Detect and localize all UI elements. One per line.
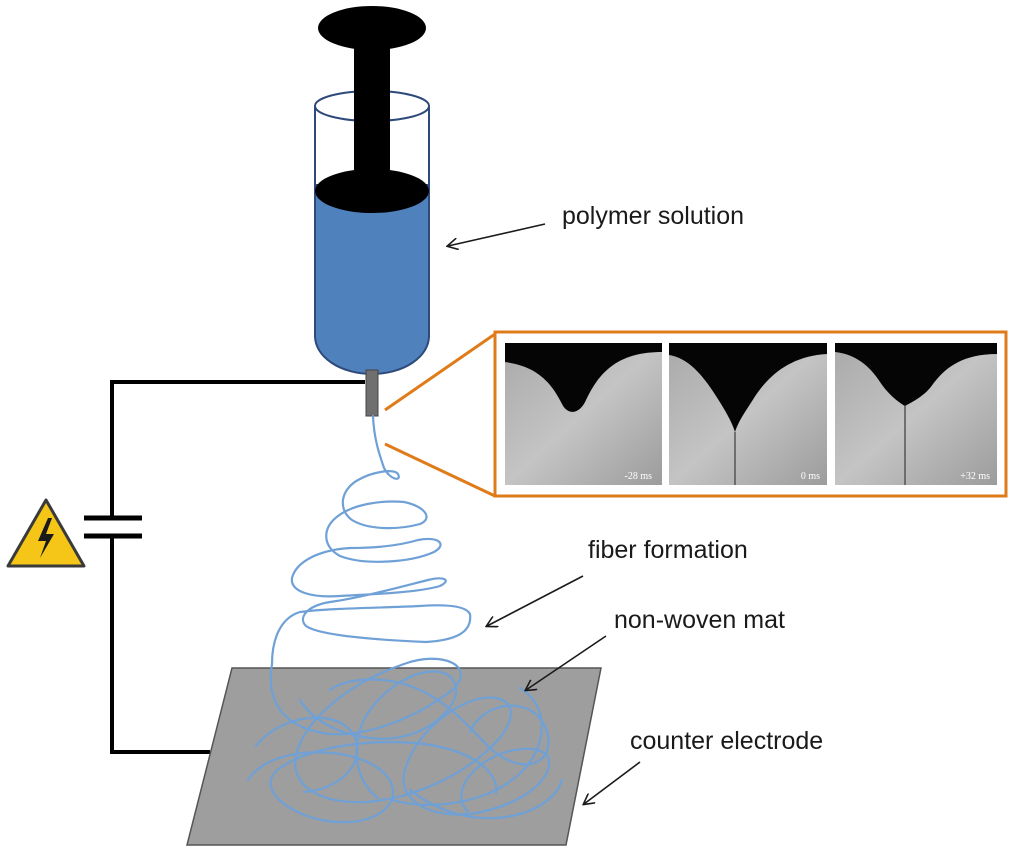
circuit-wire bbox=[110, 380, 365, 754]
frame-time-label: -28 ms bbox=[625, 471, 653, 482]
inset-frame: +32 ms bbox=[835, 343, 997, 485]
frame-time-label: 0 ms bbox=[801, 471, 820, 482]
inset-frame: 0 ms bbox=[669, 343, 827, 485]
non-woven-mat-arrow bbox=[526, 635, 607, 690]
fiber-formation-arrow bbox=[487, 575, 584, 626]
fiber-jet bbox=[270, 414, 472, 666]
inset-frame: -28 ms bbox=[505, 343, 662, 485]
plunger-piston bbox=[315, 169, 429, 213]
plunger-handle bbox=[318, 6, 426, 50]
capacitor-symbol bbox=[84, 515, 142, 539]
plunger-rod bbox=[354, 38, 390, 188]
needle bbox=[365, 369, 379, 417]
taylor-cone-inset: -28 ms 0 ms +32 ms bbox=[384, 330, 1008, 498]
counter-electrode-arrow bbox=[584, 761, 641, 804]
counter-electrode-plate bbox=[186, 667, 602, 846]
frame-time-label: +32 ms bbox=[960, 471, 990, 482]
polymer-solution-fill bbox=[314, 184, 430, 375]
non-woven-mat-label: non-woven mat bbox=[614, 606, 785, 634]
syringe bbox=[314, 6, 430, 417]
non-woven-fiber-mat bbox=[246, 657, 564, 824]
fiber-formation-label: fiber formation bbox=[588, 536, 748, 564]
high-voltage-warning-icon bbox=[6, 498, 86, 568]
counter-electrode-label: counter electrode bbox=[630, 727, 823, 755]
polymer-solution-arrow bbox=[448, 223, 546, 246]
polymer-solution-label: polymer solution bbox=[562, 202, 744, 230]
